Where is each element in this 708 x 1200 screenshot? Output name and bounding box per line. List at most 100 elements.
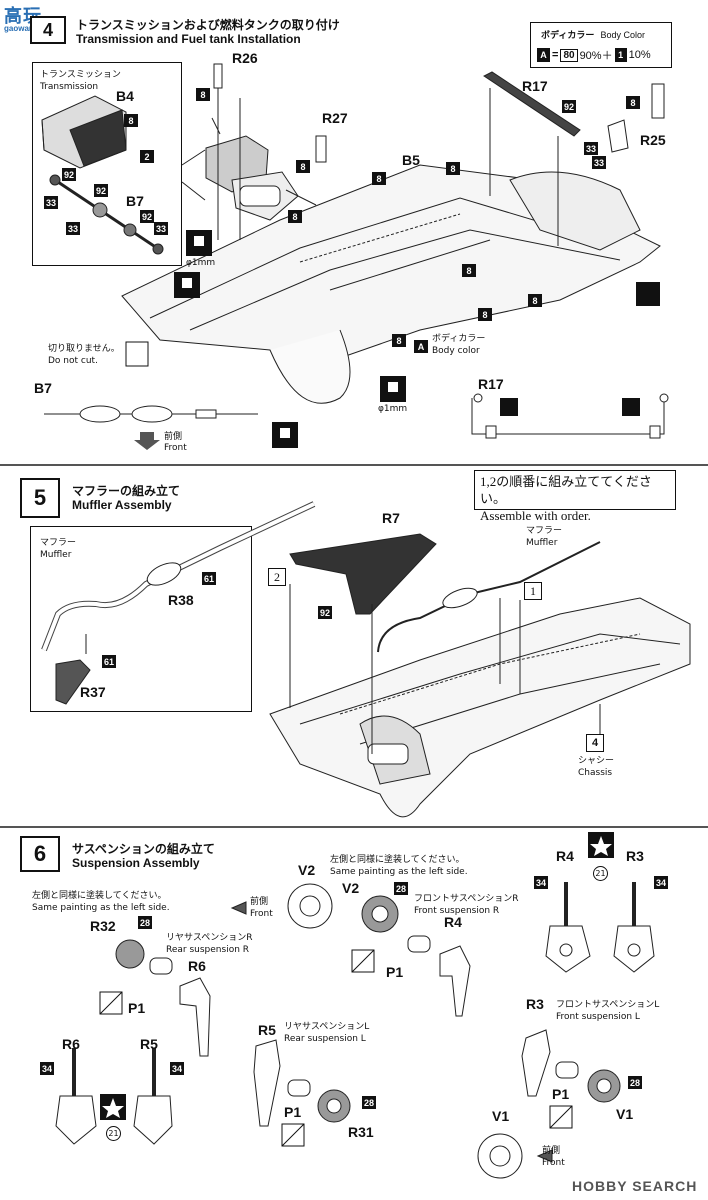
chassis-ref-number: 4: [586, 734, 604, 752]
body-color-title-jp: ボディカラー: [541, 31, 595, 41]
order-note-jp: 1,2の順番に組み立ててください。: [480, 474, 652, 506]
paint-1-tag: 1: [614, 48, 627, 62]
part-r5a: R5: [140, 1036, 158, 1052]
muffler-inset-jp: マフラー: [40, 538, 77, 548]
part-r3b: R3: [526, 996, 544, 1012]
paint-tag-61a: 61: [202, 572, 216, 585]
part-21a: 21: [593, 866, 608, 881]
part-r25: R25: [640, 132, 666, 148]
paint-tag: 92: [62, 168, 76, 181]
paint-tag-61b: 61: [102, 655, 116, 668]
part-v1b: V1: [492, 1108, 510, 1124]
step6-number: 6: [20, 836, 60, 872]
front-2-jp: 前側: [542, 1146, 561, 1156]
paint-pct2: 10%: [628, 49, 651, 61]
hobby-search-watermark: HOBBY SEARCH: [572, 1178, 698, 1194]
transmission-label-jp: トランスミッション: [40, 70, 121, 80]
paint-tag: 8: [446, 162, 460, 175]
paint-tag-28a: 28: [394, 882, 408, 895]
section-divider: [0, 464, 708, 466]
front-2-en: Front: [542, 1158, 565, 1168]
step4-title-en: Transmission and Fuel tank Installation: [76, 32, 301, 46]
paint-tag-28b: 28: [138, 916, 152, 929]
part-p1a: P1: [386, 964, 404, 980]
paint-tag: 92: [140, 210, 154, 223]
paint-a-tag: A: [537, 48, 550, 62]
front-l-jp: フロントサスペンションL: [556, 1000, 660, 1010]
paint-tag-34d: 34: [170, 1062, 184, 1075]
drill-size-1: φ1mm: [186, 258, 216, 268]
paint-tag: 8: [462, 264, 476, 277]
paint-tag-28d: 28: [628, 1076, 642, 1089]
step5-number: 5: [20, 478, 60, 518]
part-r17: R17: [522, 78, 548, 94]
part-r31: R31: [348, 1124, 374, 1140]
paint-tag: 8: [288, 210, 302, 223]
body-color-a-tag: A: [414, 340, 428, 353]
do-not-cut-en: Do not cut.: [48, 356, 98, 366]
order-1: 1: [524, 582, 542, 600]
part-b7-detail: B7: [34, 380, 52, 396]
part-p1c: P1: [284, 1104, 302, 1120]
paint-tag-34a: 34: [534, 876, 548, 889]
front-r-en: Front suspension R: [414, 906, 500, 916]
part-r37: R37: [80, 684, 106, 700]
part-v2a: V2: [298, 862, 316, 878]
paint-tag: 33: [44, 196, 58, 209]
paint-tag: 33: [154, 222, 168, 235]
part-r32: R32: [90, 918, 116, 934]
part-p1d: P1: [552, 1086, 570, 1102]
step4-illustration: [41, 63, 669, 450]
same-paint-1-jp: 左側と同様に塗装してください。: [330, 855, 465, 865]
step4-number: 4: [30, 16, 66, 44]
part-b7: B7: [126, 193, 144, 209]
part-v1a: V1: [616, 1106, 634, 1122]
part-r38: R38: [168, 592, 194, 608]
part-p1b: P1: [128, 1000, 146, 1016]
paint-tag: 92: [562, 100, 576, 113]
front-1-jp: 前側: [250, 897, 269, 907]
part-r6a: R6: [188, 958, 206, 974]
muffler-main-jp: マフラー: [526, 526, 563, 536]
rear-r-jp: リヤサスペンションR: [166, 933, 253, 943]
step5-title-en: Muffler Assembly: [72, 498, 172, 512]
step5-title-jp: マフラーの組み立て: [72, 484, 181, 498]
part-r27: R27: [322, 110, 348, 126]
part-b5: B5: [402, 152, 420, 168]
part-r5b: R5: [258, 1022, 276, 1038]
part-v2b: V2: [342, 880, 360, 896]
body-color-title-en: Body Color: [600, 30, 646, 40]
step4-title-jp: トランスミッションおよび燃料タンクの取り付け: [76, 18, 340, 32]
body-color-note-jp: ボディカラー: [432, 334, 486, 344]
muffler-inset: [30, 526, 252, 712]
step6-title-jp: サスペンションの組み立て: [72, 842, 215, 856]
paint-tag: 33: [592, 156, 606, 169]
part-r7: R7: [382, 510, 400, 526]
paint-tag-92: 92: [318, 606, 332, 619]
front-jp: 前側: [164, 432, 183, 442]
step6-title-en: Suspension Assembly: [72, 856, 200, 870]
part-b4: B4: [116, 88, 134, 104]
watermark-url: gaowan.com: [4, 24, 53, 33]
body-color-note-en: Body color: [432, 346, 480, 356]
part-r3a: R3: [626, 848, 644, 864]
order-note-en: Assemble with order.: [480, 508, 591, 523]
paint-tag: 2: [140, 150, 154, 163]
muffler-inset-en: Muffler: [40, 550, 72, 560]
same-paint-1-en: Same painting as the left side.: [330, 867, 468, 877]
paint-tag: 8: [626, 96, 640, 109]
paint-tag: 33: [584, 142, 598, 155]
part-r6b: R6: [62, 1036, 80, 1052]
step6-illustration: [55, 832, 655, 1179]
same-paint-2-jp: 左側と同様に塗装してください。: [32, 891, 167, 901]
body-color-box: ボディカラー Body Color A = 80 90%＋ 1 10%: [530, 22, 672, 68]
part-r17-detail: R17: [478, 376, 504, 392]
paint-tag: 8: [124, 114, 138, 127]
part-r4b: R4: [556, 848, 574, 864]
paint-80-tag: 80: [560, 48, 578, 62]
front-1-en: Front: [250, 909, 273, 919]
same-paint-2-en: Same painting as the left side.: [32, 903, 170, 913]
do-not-cut-jp: 切り取りません。: [48, 344, 120, 354]
paint-tag: 8: [196, 88, 210, 101]
part-r26: R26: [232, 50, 258, 66]
